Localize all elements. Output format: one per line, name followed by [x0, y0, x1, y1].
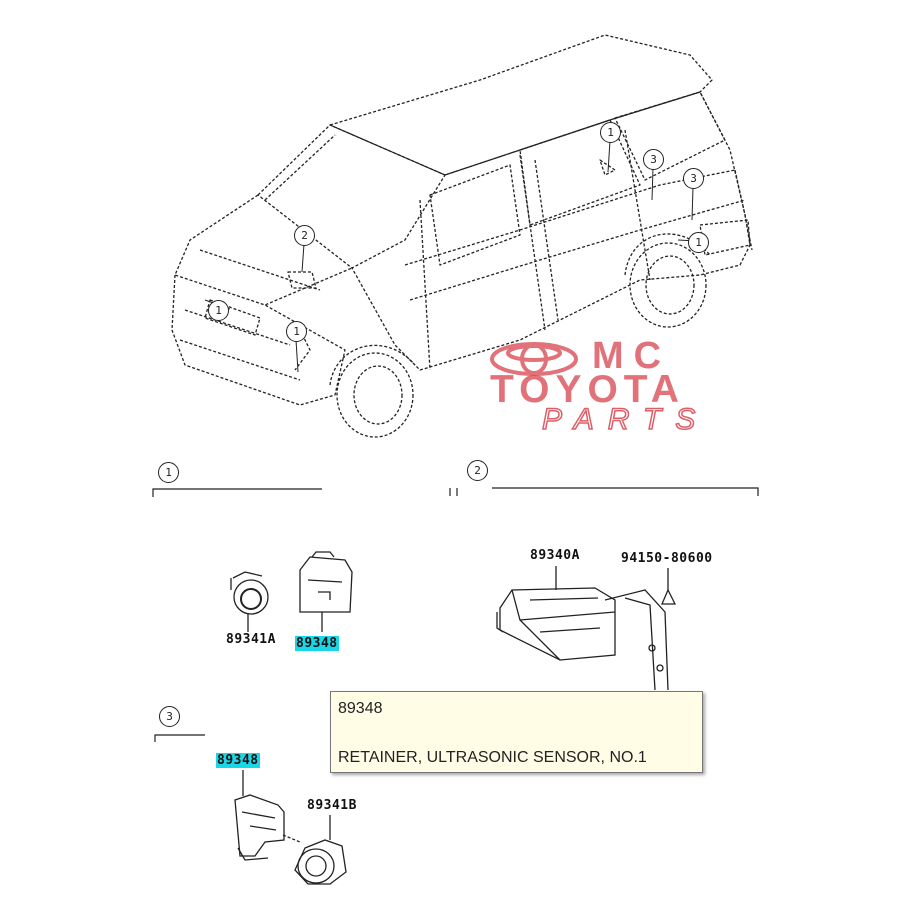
vehicle-callout[interactable]: 1: [286, 321, 307, 342]
part-number-sensor-a[interactable]: 89341A: [226, 632, 276, 647]
vehicle-callout[interactable]: 1: [208, 300, 229, 321]
part-number-computer[interactable]: 89340A: [530, 548, 580, 563]
watermark-line1: MC: [592, 335, 672, 377]
vehicle-callout[interactable]: 2: [294, 225, 315, 246]
tooltip-part-description: RETAINER, ULTRASONIC SENSOR, NO.1: [338, 749, 647, 766]
vehicle-callout[interactable]: 1: [600, 122, 621, 143]
part-number-retainer-a[interactable]: 89348: [295, 636, 339, 651]
section-2-callout: 2: [467, 460, 488, 481]
part-number-bolt[interactable]: 94150-80600: [621, 551, 713, 566]
section-3-callout: 3: [159, 706, 180, 727]
part-tooltip: 89348 RETAINER, ULTRASONIC SENSOR, NO.1: [330, 691, 703, 773]
vehicle-callout[interactable]: 3: [643, 149, 664, 170]
section-1-callout: 1: [158, 462, 179, 483]
vehicle-callout[interactable]: 1: [688, 232, 709, 253]
omc-toyota-parts-logo: [490, 342, 578, 376]
watermark-line2: TOYOTA: [490, 368, 685, 411]
part-number-sensor-b[interactable]: 89341B: [307, 798, 357, 813]
vehicle-callout[interactable]: 3: [683, 168, 704, 189]
watermark-line3: PARTS: [541, 403, 710, 437]
tooltip-part-code: 89348: [338, 700, 383, 717]
part-number-retainer-b[interactable]: 89348: [216, 753, 260, 768]
